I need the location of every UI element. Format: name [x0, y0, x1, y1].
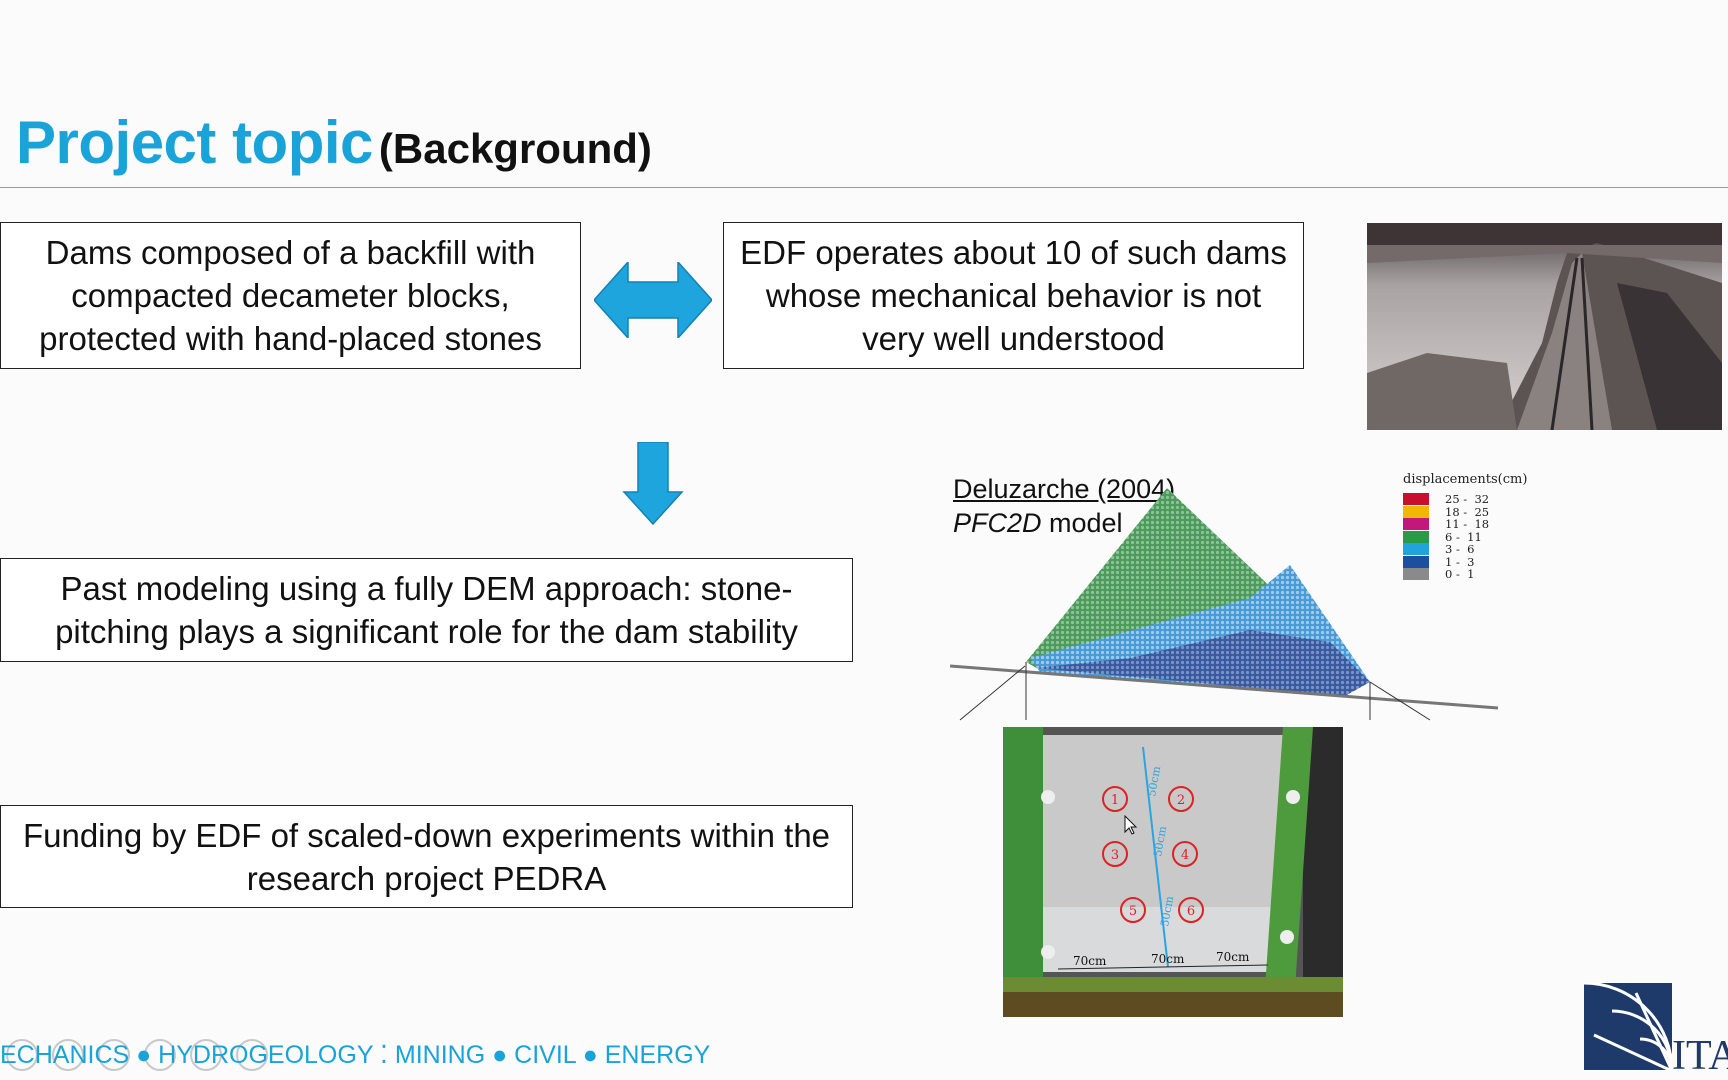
model-name-caption: PFC2D model	[953, 508, 1123, 539]
box-past-modeling: Past modeling using a fully DEM approach…	[0, 558, 853, 662]
exp-height-3: 50cm	[1158, 895, 1176, 928]
down-arrow-icon	[622, 442, 684, 526]
legend-swatch	[1403, 530, 1429, 543]
exp-num-6: 6	[1187, 904, 1195, 919]
exp-dim-2: 70cm	[1151, 952, 1185, 966]
box-dams: Dams composed of a backfill with compact…	[0, 222, 581, 369]
legend-swatch	[1403, 505, 1429, 518]
exp-height-1: 50cm	[1145, 765, 1163, 798]
title-main: Project topic	[16, 109, 373, 176]
exp-num-3: 3	[1111, 848, 1119, 863]
experiment-photo: 1 2 3 4 5 6 50cm 50cm 50cm 70cm 70cm 70c…	[1003, 727, 1343, 1017]
footer-disciplines: ECHANICS ● HYDROGEOLOGY ⁚ MINING ● CIVIL…	[0, 1041, 711, 1069]
title-sub: (Background)	[378, 125, 652, 172]
legend-entry: 11 - 18	[1403, 517, 1527, 532]
model-name: PFC2D	[953, 508, 1042, 538]
legend-entry: 1 - 3	[1403, 554, 1527, 569]
legend-entry: 25 - 32	[1403, 492, 1527, 507]
legend-range: 3 - 6	[1445, 542, 1475, 557]
legend-swatch	[1403, 543, 1429, 556]
model-ref-author: Deluzarche (2004)	[953, 474, 1176, 504]
model-reference: Deluzarche (2004)	[953, 474, 1175, 505]
legend-entry: 18 - 25	[1403, 504, 1527, 519]
exp-num-4: 4	[1181, 848, 1189, 863]
box-edf: EDF operates about 10 of such dams whose…	[723, 222, 1304, 369]
logo-text: ITA	[1672, 1033, 1728, 1079]
box-funding: Funding by EDF of scaled-down experiment…	[0, 805, 853, 908]
footer-partner-logos	[6, 1039, 268, 1071]
exp-dim-1: 70cm	[1073, 954, 1107, 968]
exp-num-2: 2	[1177, 793, 1185, 808]
dam-construction-photo	[1367, 223, 1722, 430]
exp-height-2: 50cm	[1151, 825, 1169, 858]
legend-swatch	[1403, 568, 1429, 581]
legend-range: 6 - 11	[1445, 529, 1482, 544]
exp-dim-3: 70cm	[1216, 950, 1250, 964]
dem-dam-simulation	[950, 488, 1499, 721]
legend-swatch	[1403, 493, 1429, 506]
mouse-cursor-icon	[1124, 815, 1138, 835]
slide-title: Project topic(Background)	[16, 108, 652, 177]
legend-entry: 0 - 1	[1403, 567, 1527, 582]
legend-range: 25 - 32	[1445, 492, 1490, 507]
legend-swatch	[1403, 555, 1429, 568]
title-divider	[0, 187, 1728, 188]
double-arrow-icon	[594, 262, 712, 338]
ita-logo-icon	[1584, 983, 1672, 1071]
legend-entry: 6 - 11	[1403, 529, 1527, 544]
legend-title: displacements(cm)	[1403, 472, 1528, 487]
legend-range: 11 - 18	[1445, 517, 1490, 532]
legend-entry: 3 - 6	[1403, 542, 1527, 557]
legend-range: 18 - 25	[1445, 504, 1490, 519]
legend-swatch	[1403, 518, 1429, 531]
legend-range: 0 - 1	[1445, 567, 1475, 582]
model-suffix: model	[1041, 508, 1123, 538]
legend-range: 1 - 3	[1445, 554, 1475, 569]
exp-num-1: 1	[1111, 793, 1119, 808]
exp-num-5: 5	[1129, 904, 1137, 919]
